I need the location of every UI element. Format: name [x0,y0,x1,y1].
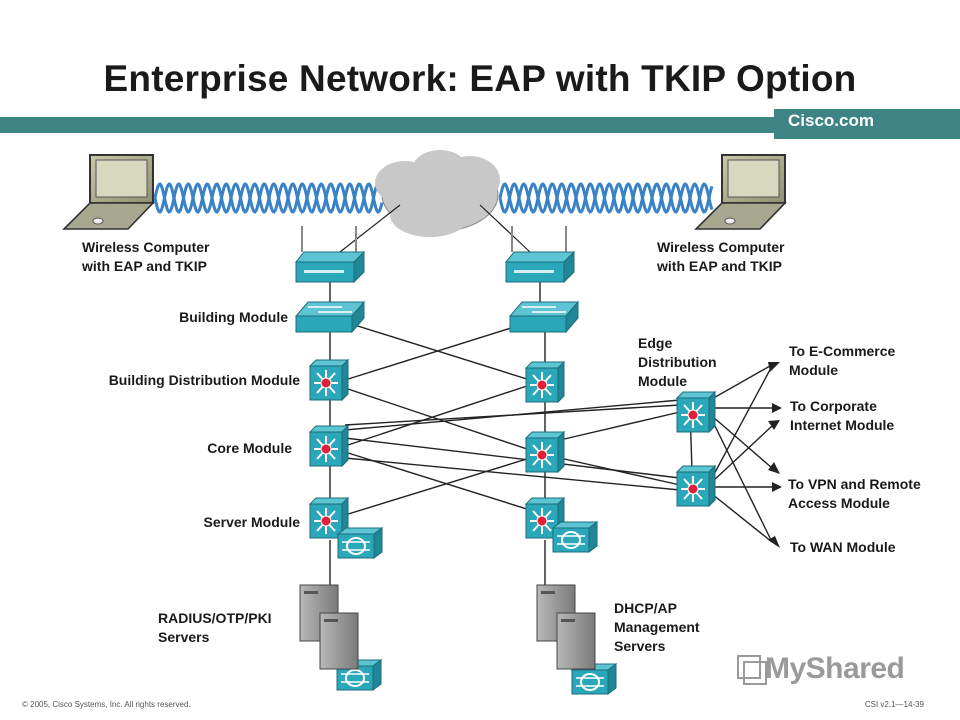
link [711,425,773,483]
wireless-signal-left [153,182,384,214]
arrow-icon [768,362,780,372]
label-line: RADIUS/OTP/PKI [158,610,272,626]
label-line: To E-Commerce [789,343,896,359]
label-line: DHCP/AP [614,600,678,616]
link [344,457,531,516]
myshared-logo-icon [737,655,767,685]
link [559,411,681,441]
multilayer-switch-icon [675,390,717,434]
link [344,451,531,511]
label-line: Module [789,362,838,378]
connections [329,252,773,590]
workgroup-switch-icon [508,300,580,334]
brand-bar [774,109,960,139]
label-edge-distribution: Edge Distribution Module [638,334,717,391]
footer-course-id: CSI v2.1—14-39 [864,700,924,709]
label-to-wan: To WAN Module [790,539,896,555]
arrow-icon [768,462,780,474]
arrow-icon [768,420,780,430]
multilayer-switch-icon [524,360,566,404]
link [711,365,773,479]
firewall-icon [335,659,383,691]
arrow-icon [768,536,780,548]
label-line: To Corporate [790,398,877,414]
server-icon [536,584,596,670]
workgroup-switch-icon [294,300,366,334]
arrow-icon [772,403,782,413]
link [344,384,531,447]
arrowheads [768,362,782,548]
multilayer-switches [308,358,717,540]
wireless-signal-right [498,182,714,214]
label-line: Servers [158,629,210,645]
label-building-distribution: Building Distribution Module [108,372,300,388]
access-point-icon [294,226,366,284]
label-line: Edge [638,335,673,351]
link [344,457,681,491]
label-to-corporate: To Corporate Internet Module [790,397,894,435]
link [711,419,773,543]
cloud-icon [339,150,531,253]
access-point-icon [504,226,576,284]
multilayer-switch-icon [675,464,717,508]
label-line: with EAP and TKIP [82,258,207,274]
multilayer-switch-icon [308,424,350,468]
server-icon [299,584,359,670]
label-line: Distribution [638,354,717,370]
label-line: Module [638,373,687,389]
label-wireless-right: Wireless Computer with EAP and TKIP [657,238,784,276]
laptop-icon [694,154,787,230]
label-wireless-left: Wireless Computer with EAP and TKIP [82,238,209,276]
watermark: MyShared [765,652,905,685]
label-line: To VPN and Remote [788,476,921,492]
link [709,365,771,401]
label-to-ecommerce: To E-Commerce Module [789,342,895,380]
label-building-module: Building Module [179,309,288,325]
link [559,457,681,486]
brand-label: Cisco.com [788,111,874,130]
link [344,437,681,479]
label-radius-servers: RADIUS/OTP/PKI Servers [158,609,272,647]
label-line: Internet Module [790,417,895,433]
label-line: Wireless Computer [657,239,785,255]
header-bar [0,117,960,133]
multilayer-switch-icon [308,496,350,540]
multilayer-switch-icon [308,358,350,402]
firewall-icon [336,527,384,559]
link [344,404,681,426]
label-server-module: Server Module [203,514,300,530]
link [344,321,531,381]
label-line: Access Module [788,495,890,511]
firewall-icon [551,521,599,553]
laptop-icon [62,154,155,230]
link [711,415,773,469]
label-dhcp-servers: DHCP/AP Management Servers [614,599,700,656]
label-core-module: Core Module [207,440,292,456]
label-to-vpn: To VPN and Remote Access Module [788,475,921,513]
page-title: Enterprise Network: EAP with TKIP Option [103,58,857,99]
footer-copyright: © 2005, Cisco Systems, Inc. All rights r… [22,700,191,709]
arrow-icon [772,482,782,492]
link [711,493,773,543]
label-line: Wireless Computer [82,239,210,255]
label-line: with EAP and TKIP [657,258,782,274]
multilayer-switch-icon [524,430,566,474]
label-line: Management [614,619,700,635]
label-line: Servers [614,638,666,654]
